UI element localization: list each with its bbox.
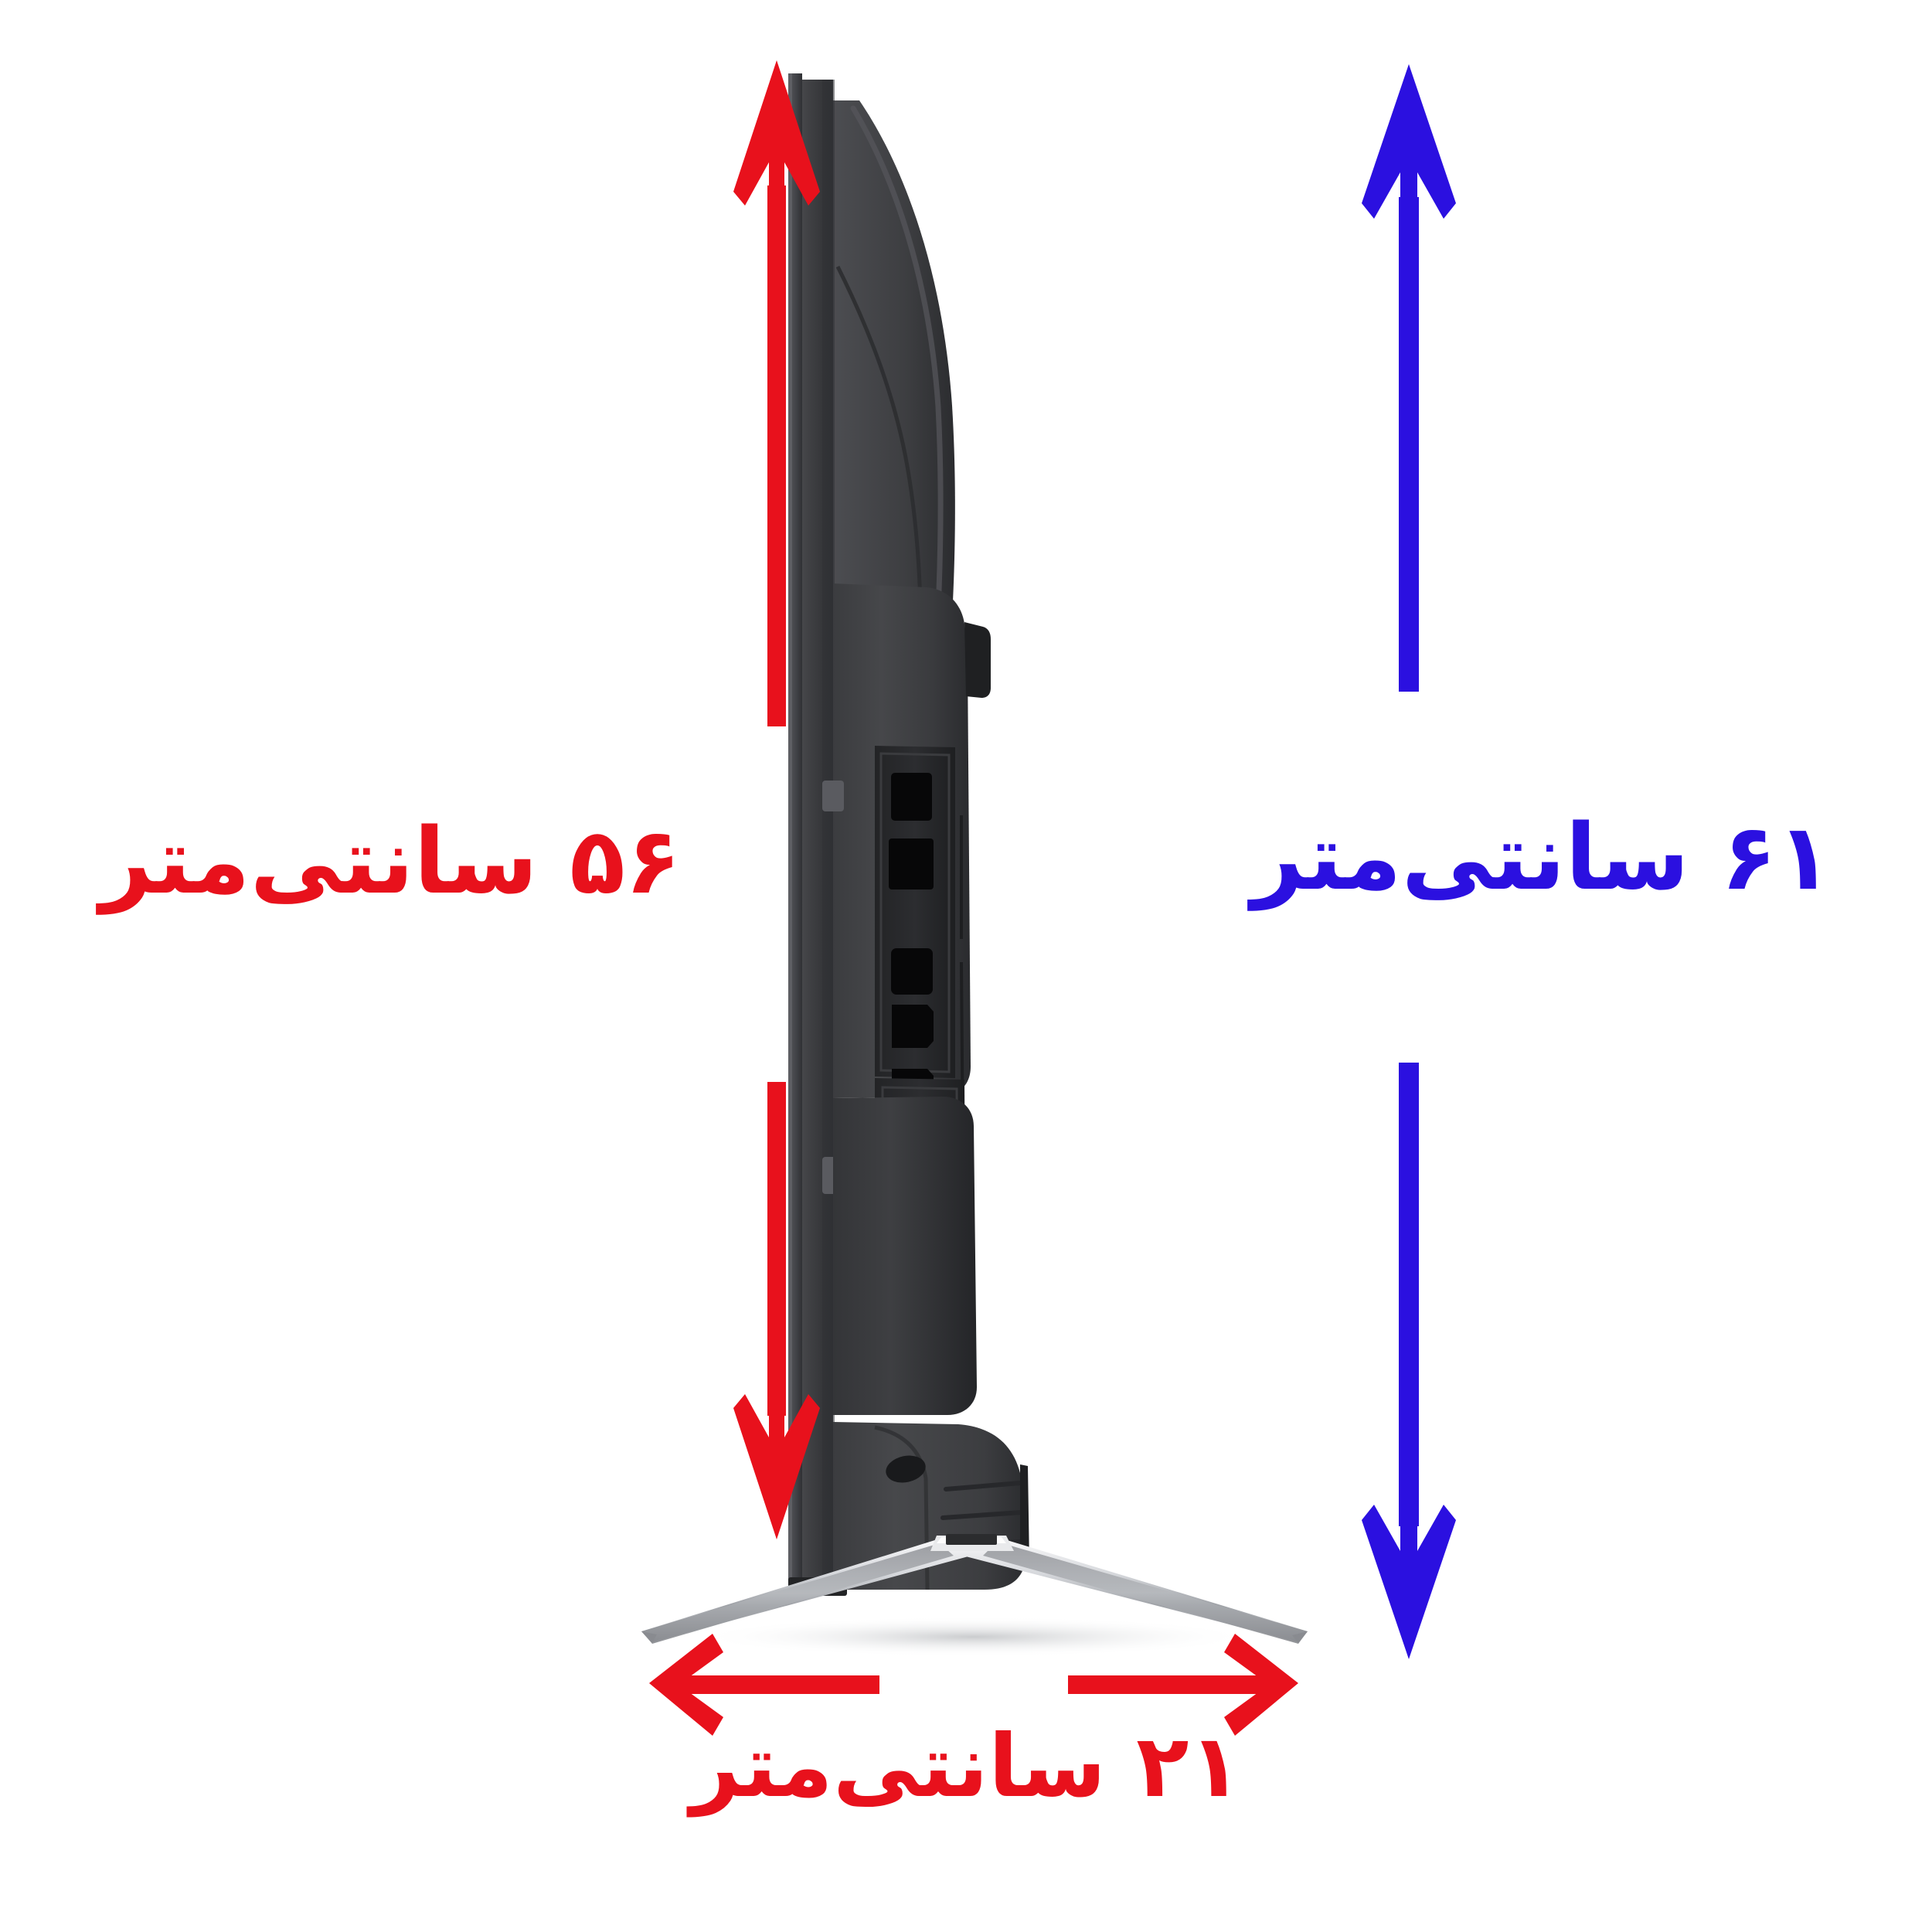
tv-back-shell-upper: [833, 100, 955, 661]
tv-shell-crease-highlight: [850, 105, 944, 658]
cable-routing-hole: [886, 1455, 926, 1483]
dimension-label-height-blue: ۶۱ سانتی‌متر: [1251, 804, 1832, 910]
vent-rib-1: [944, 1481, 1022, 1492]
usb-port-2: [889, 838, 934, 889]
red-shaft-lower: [767, 1082, 786, 1416]
red-shaft-upper: [767, 185, 786, 726]
tv-mount-bump-top: [822, 781, 844, 811]
stand-floor-shadow: [696, 1617, 1252, 1657]
tv-bulge-crease: [874, 1425, 930, 1590]
tv-port-recess-plate: [875, 746, 955, 1078]
dimension-arrow-depth-red: [649, 1634, 1298, 1736]
dimension-label-depth-red: ۲۱ سانتی‌متر: [690, 1716, 1242, 1817]
hdmi-port-1: [892, 1005, 934, 1048]
vent-rib-2: [940, 1510, 1024, 1520]
red-arrowhead-down: [733, 1394, 820, 1539]
blue-arrowhead-up: [1362, 64, 1456, 219]
dimension-label-height-red: ۵۶ سانتی‌متر: [100, 808, 681, 914]
stand-tip-left: [641, 1631, 657, 1643]
usb-port-3: [891, 948, 933, 995]
stand-tip-right: [1292, 1631, 1308, 1643]
tv-port-recess-outline: [879, 752, 951, 1073]
tv-front-bezel-highlight: [788, 73, 792, 1590]
red-arrowhead-up: [733, 60, 820, 206]
dimension-arrow-height-blue: [1362, 64, 1456, 1659]
stand-leg-left-underside: [641, 1543, 954, 1644]
stand-neck-bracket: [946, 1534, 997, 1545]
usb-port-1: [891, 773, 932, 821]
red-depth-shaft-left: [686, 1675, 879, 1694]
blue-shaft-upper: [1399, 197, 1419, 692]
stand-leg-right-underside: [983, 1542, 1308, 1644]
blue-arrowhead-down: [1362, 1505, 1456, 1659]
red-arrowhead-right: [1175, 1634, 1298, 1736]
tv-back-housing-lower: [833, 1097, 977, 1415]
tv-wallmount-tab: [964, 622, 991, 698]
tv-panel-shade-band: [822, 80, 835, 1590]
tv-stand: [641, 1534, 1308, 1657]
blue-shaft-lower: [1399, 1063, 1419, 1526]
television-side-view: [788, 73, 1029, 1596]
dimension-arrow-height-red: [733, 60, 820, 1539]
tv-bulge-right-notch: [1020, 1464, 1029, 1568]
